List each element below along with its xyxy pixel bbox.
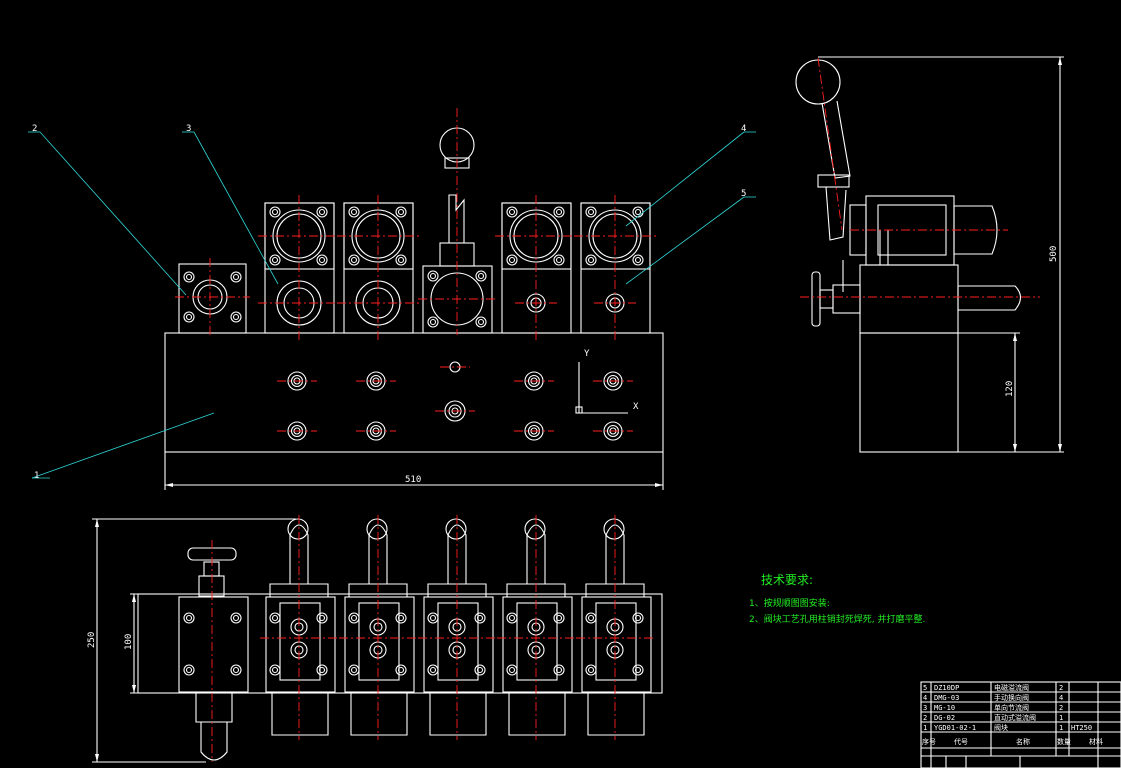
plan-view: 250 100 — [87, 515, 663, 763]
bom-row-5: 5 DZ10DP 电磁溢流阀 2 — [923, 683, 1063, 692]
side-manifold — [859, 332, 959, 453]
relief-valve-body — [178, 263, 247, 334]
svg-text:直动式溢流阀: 直动式溢流阀 — [994, 713, 1036, 722]
throttle-valve-2 — [337, 195, 419, 340]
svg-text:1: 1 — [1059, 714, 1063, 722]
plan-valve-2 — [339, 515, 419, 740]
balloon-4: 4 — [741, 124, 746, 134]
svg-text:2: 2 — [923, 714, 927, 722]
dim-250: 250 — [87, 632, 97, 648]
svg-text:3: 3 — [923, 704, 927, 712]
svg-text:手动换向阀: 手动换向阀 — [994, 693, 1029, 702]
balloon-1: 1 — [34, 471, 39, 481]
svg-text:电磁溢流阀: 电磁溢流阀 — [994, 683, 1029, 692]
side-handwheel — [811, 271, 821, 327]
throttle-valve-1 — [258, 195, 340, 340]
svg-text:2: 2 — [1059, 684, 1063, 692]
bom-row-4: 4 DMG-03 手动换向阀 4 — [923, 693, 1063, 702]
dim-500: 500 — [1049, 246, 1059, 262]
notes-title: 技术要求: — [761, 573, 813, 587]
dim-510: 510 — [405, 475, 421, 485]
plan-manifold — [137, 593, 663, 694]
svg-text:4: 4 — [1059, 694, 1063, 702]
ucs-x-label: X — [633, 402, 639, 412]
svg-text:1: 1 — [1059, 724, 1063, 732]
manual-valve-center — [418, 108, 497, 335]
plan-valve-4 — [497, 515, 577, 740]
dim-100: 100 — [124, 634, 134, 650]
block-ports — [277, 361, 633, 441]
svg-text:1: 1 — [923, 724, 927, 732]
bom-row-1: 1 YGD01-02-1 阀块 1 HT250 — [923, 723, 1092, 732]
svg-text:DZ10DP: DZ10DP — [934, 684, 959, 692]
balloon-2: 2 — [32, 124, 37, 134]
svg-text:DMG-03: DMG-03 — [934, 694, 959, 702]
electro-valve-1 — [495, 195, 577, 340]
balloon-3: 3 — [186, 124, 191, 134]
side-view: 500 120 — [795, 56, 1064, 453]
notes-item-1: 1、按规顺图图安装: — [749, 597, 830, 609]
balloon-5: 5 — [741, 189, 746, 199]
plan-valve-3 — [418, 515, 498, 740]
svg-text:名称: 名称 — [1016, 737, 1030, 746]
svg-text:4: 4 — [923, 694, 927, 702]
bom-header: 序号 代号 名称 数量 材料 — [922, 737, 1103, 746]
plan-valve-5 — [576, 515, 656, 740]
svg-text:YGD01-02-1: YGD01-02-1 — [934, 724, 976, 732]
leaders: 1 2 3 4 5 — [28, 124, 756, 481]
svg-text:DG-02: DG-02 — [934, 714, 955, 722]
ucs-y-label: Y — [584, 349, 590, 359]
manifold-block — [164, 332, 664, 453]
svg-text:材料: 材料 — [1089, 737, 1103, 746]
dim-120: 120 — [1005, 381, 1015, 397]
ucs-icon: Y X — [575, 349, 639, 414]
svg-text:阀块: 阀块 — [994, 723, 1008, 732]
svg-text:单向节流阀: 单向节流阀 — [994, 703, 1029, 712]
svg-text:数量: 数量 — [1057, 737, 1071, 746]
bom-row-3: 3 MG-10 单向节流阀 2 — [923, 703, 1063, 712]
dim-front-width: 510 — [164, 452, 664, 490]
svg-text:MG-10: MG-10 — [934, 704, 955, 712]
svg-text:代号: 代号 — [954, 737, 968, 746]
electro-valve-2 — [574, 195, 656, 340]
svg-text:5: 5 — [923, 684, 927, 692]
front-view: Y X 510 1 2 3 4 5 — [28, 108, 756, 490]
svg-text:2: 2 — [1059, 704, 1063, 712]
svg-text:HT250: HT250 — [1071, 724, 1092, 732]
svg-text:序号: 序号 — [922, 737, 936, 746]
technical-notes: 技术要求: 1、按规顺图图安装: 2、阀块工艺孔用柱销封死焊死, 并打磨平整. — [749, 573, 925, 625]
notes-item-2: 2、阀块工艺孔用柱销封死焊死, 并打磨平整. — [749, 613, 925, 625]
bom-row-2: 2 DG-02 直动式溢流阀 1 — [923, 713, 1063, 722]
plan-valve-1 — [260, 515, 340, 740]
